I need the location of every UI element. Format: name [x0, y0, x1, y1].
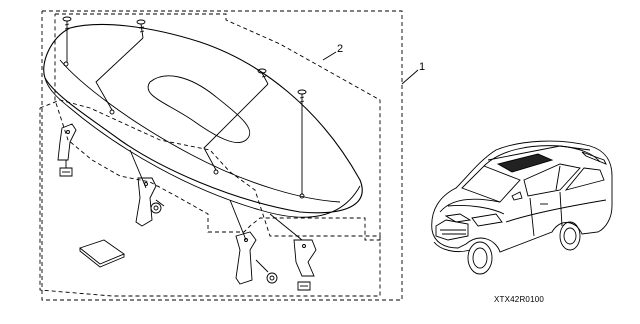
- vehicle-illustration: [431, 140, 613, 275]
- callout-leader: [322, 51, 337, 61]
- mounting-bracket: [293, 239, 317, 277]
- spoiler-hole: [109, 109, 115, 115]
- nut: [59, 167, 73, 177]
- callout-leader: [401, 69, 419, 85]
- spoiler-inner-edge: [59, 59, 341, 203]
- nut: [266, 272, 278, 284]
- spoiler-boundary: [54, 13, 381, 241]
- mounting-bracket: [135, 177, 165, 227]
- screw: [297, 89, 307, 108]
- spoiler-hole: [63, 61, 69, 67]
- leader-line: [269, 213, 303, 241]
- callout-kit: 1: [419, 61, 426, 73]
- mounting-bracket: [235, 231, 269, 285]
- callout-spoiler: 2: [337, 43, 344, 55]
- spoiler-body: [43, 23, 363, 214]
- leader-line: [229, 199, 247, 241]
- leader-line: [95, 37, 144, 111]
- leader-line: [203, 83, 269, 171]
- mounting-bracket: [57, 123, 77, 168]
- screw: [257, 68, 269, 85]
- screw: [136, 19, 146, 39]
- spoiler-lip: [44, 77, 361, 218]
- adhesive-pad: [79, 239, 125, 268]
- bracket-group-boundary: [39, 99, 381, 297]
- spoiler-hole: [213, 169, 219, 175]
- leader-line: [129, 149, 147, 189]
- nut: [297, 281, 311, 291]
- screw: [62, 16, 72, 34]
- spoiler-center-pod: [147, 75, 251, 143]
- diagram-code: XTX42R0100: [494, 295, 545, 304]
- kit-boundary: [41, 10, 403, 301]
- nut: [150, 202, 162, 214]
